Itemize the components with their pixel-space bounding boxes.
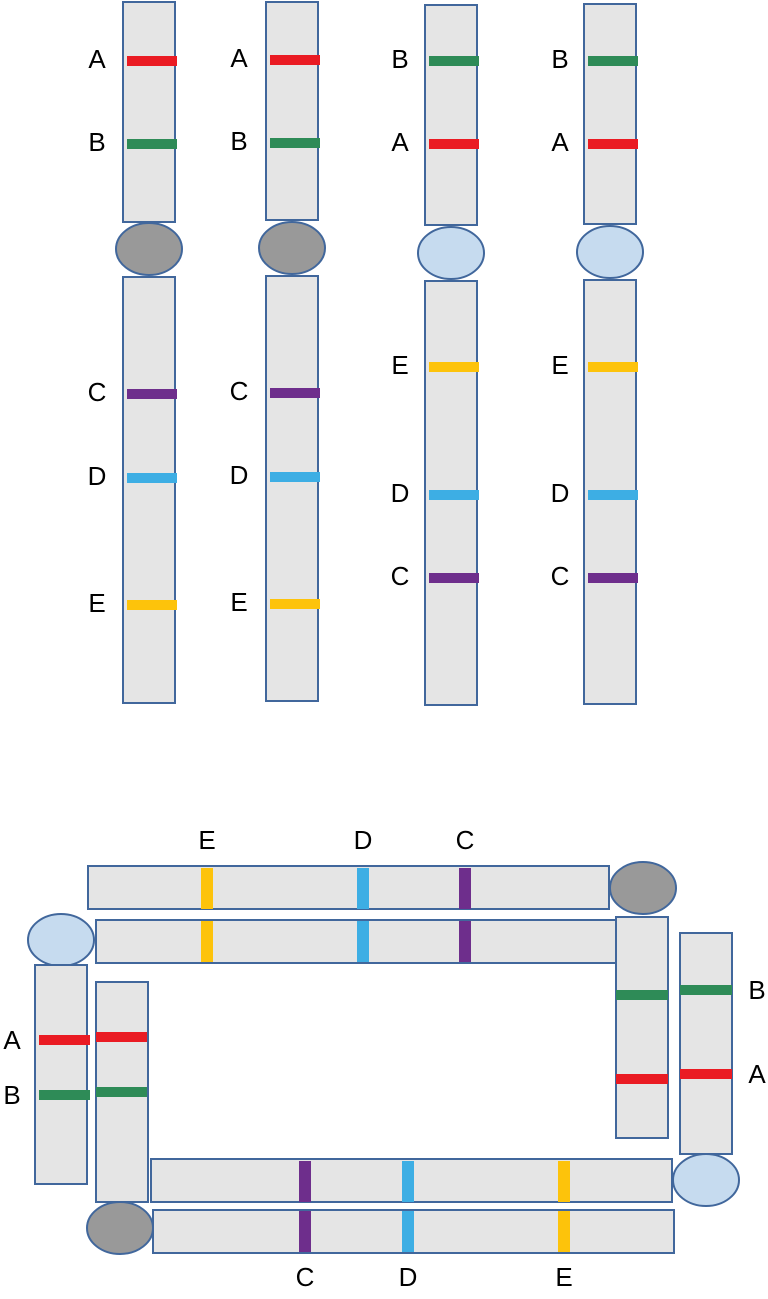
loop-top-label-C: C	[456, 825, 475, 855]
chromatid-3-band-A	[429, 139, 479, 149]
loop-top-label-E: E	[198, 825, 215, 855]
chromatid-2-band-E	[270, 599, 320, 609]
loop-top-inner-arm	[95, 919, 618, 964]
chromatid-1-short-arm	[122, 1, 176, 223]
loop-left-outer-band-A	[39, 1035, 90, 1045]
chromatid-3-band-B	[429, 56, 479, 66]
chromatid-2-label-C: C	[230, 376, 249, 406]
chromatid-4-label-E: E	[551, 350, 568, 380]
chromatid-1-label-D: D	[88, 461, 107, 491]
loop-top-outer-band-E	[201, 868, 213, 909]
chromatid-3-band-E	[429, 362, 479, 372]
chromatid-4-label-A: A	[551, 127, 569, 157]
chromatid-1-label-B: B	[88, 127, 105, 157]
loop-right-outer-band-A	[680, 1069, 732, 1079]
chromatid-1-label-E: E	[88, 588, 105, 618]
chromatid-4-band-E	[588, 362, 638, 372]
loop-bottom-outer-band-E	[558, 1211, 570, 1252]
band-layer	[39, 55, 732, 1252]
loop-right-label-B: B	[748, 975, 765, 1005]
loop-top-outer-band-D	[357, 868, 369, 909]
chromatid-2-band-B	[270, 138, 320, 148]
chromatid-1-band-C	[127, 389, 177, 399]
chromatid-4-label-D: D	[551, 478, 570, 508]
chromatid-2-label-A: A	[230, 43, 248, 73]
loop-top-inner-band-E	[201, 921, 213, 962]
loop-bottom-label-D: D	[399, 1262, 418, 1292]
chromatid-3-label-D: D	[391, 478, 410, 508]
loop-left-inner-band-B	[96, 1087, 147, 1097]
loop-left-label-B: B	[3, 1080, 20, 1110]
chromatid-2-label-E: E	[230, 587, 247, 617]
chromatid-4-band-A	[588, 139, 638, 149]
loop-bottom-outer-band-C	[299, 1211, 311, 1252]
chromatid-2-long-arm	[265, 275, 319, 702]
chromatid-2-label-B: B	[230, 126, 247, 156]
chromatid-3-band-D	[429, 490, 479, 500]
loop-right-outer-arm	[679, 932, 733, 1155]
loop-bottom-outer-band-D	[402, 1211, 414, 1252]
loop-left-label-A: A	[3, 1025, 21, 1055]
chromatid-layer	[27, 1, 740, 1255]
chromatid-4-band-C	[588, 573, 638, 583]
chromatid-4-band-B	[588, 56, 638, 66]
loop-right-outer-band-B	[680, 985, 732, 995]
loop-right-inner-band-A	[616, 1074, 668, 1084]
loop-top-inner-band-D	[357, 921, 369, 962]
chromatid-4-centromere	[576, 225, 644, 279]
chromatid-4-label-B: B	[551, 44, 568, 74]
loop-top-outer-band-C	[459, 868, 471, 909]
loop-left-outer-arm	[34, 964, 88, 1185]
loop-top-right-centromere	[609, 861, 677, 915]
chromatid-4-label-C: C	[551, 561, 570, 591]
chromatid-3-band-C	[429, 573, 479, 583]
loop-right-label-A: A	[748, 1059, 766, 1089]
chromatid-1-label-A: A	[88, 44, 106, 74]
chromatid-1-centromere	[115, 222, 183, 276]
loop-right-inner-band-B	[616, 990, 668, 1000]
chromatid-2-label-D: D	[230, 460, 249, 490]
chromatid-4-short-arm	[583, 3, 637, 225]
loop-bottom-inner-band-E	[558, 1161, 570, 1202]
chromatid-2-short-arm	[265, 1, 319, 221]
chromatid-1-band-D	[127, 473, 177, 483]
chromatid-1-band-E	[127, 600, 177, 610]
loop-top-label-D: D	[354, 825, 373, 855]
chromatid-2-band-C	[270, 388, 320, 398]
loop-bottom-label-C: C	[296, 1262, 315, 1292]
loop-top-outer-arm	[87, 865, 610, 910]
loop-left-outer-band-B	[39, 1090, 90, 1100]
loop-top-left-centromere	[27, 913, 95, 967]
chromatid-3-short-arm	[424, 4, 478, 226]
loop-bottom-inner-band-C	[299, 1161, 311, 1202]
loop-right-bottom-centromere	[672, 1153, 740, 1207]
chromatid-2-centromere	[258, 221, 326, 275]
chromatid-3-label-A: A	[391, 127, 409, 157]
loop-bottom-inner-band-D	[402, 1161, 414, 1202]
loop-right-inner-arm	[615, 916, 669, 1139]
chromatid-4-band-D	[588, 490, 638, 500]
loop-top-inner-band-C	[459, 921, 471, 962]
chromatid-1-band-A	[127, 56, 177, 66]
chromatid-3-centromere	[417, 226, 485, 280]
chromatid-3-label-B: B	[391, 44, 408, 74]
chromatid-3-label-E: E	[391, 350, 408, 380]
loop-bottom-label-E: E	[555, 1262, 572, 1292]
chromatid-1-band-B	[127, 139, 177, 149]
chromatid-3-label-C: C	[391, 561, 410, 591]
chromatid-2-band-A	[270, 55, 320, 65]
chromatid-2-band-D	[270, 472, 320, 482]
loop-left-inner-band-A	[96, 1032, 147, 1042]
loop-left-bottom-centromere	[86, 1201, 154, 1255]
chromatid-1-long-arm	[122, 276, 176, 704]
chromatid-1-label-C: C	[88, 377, 107, 407]
